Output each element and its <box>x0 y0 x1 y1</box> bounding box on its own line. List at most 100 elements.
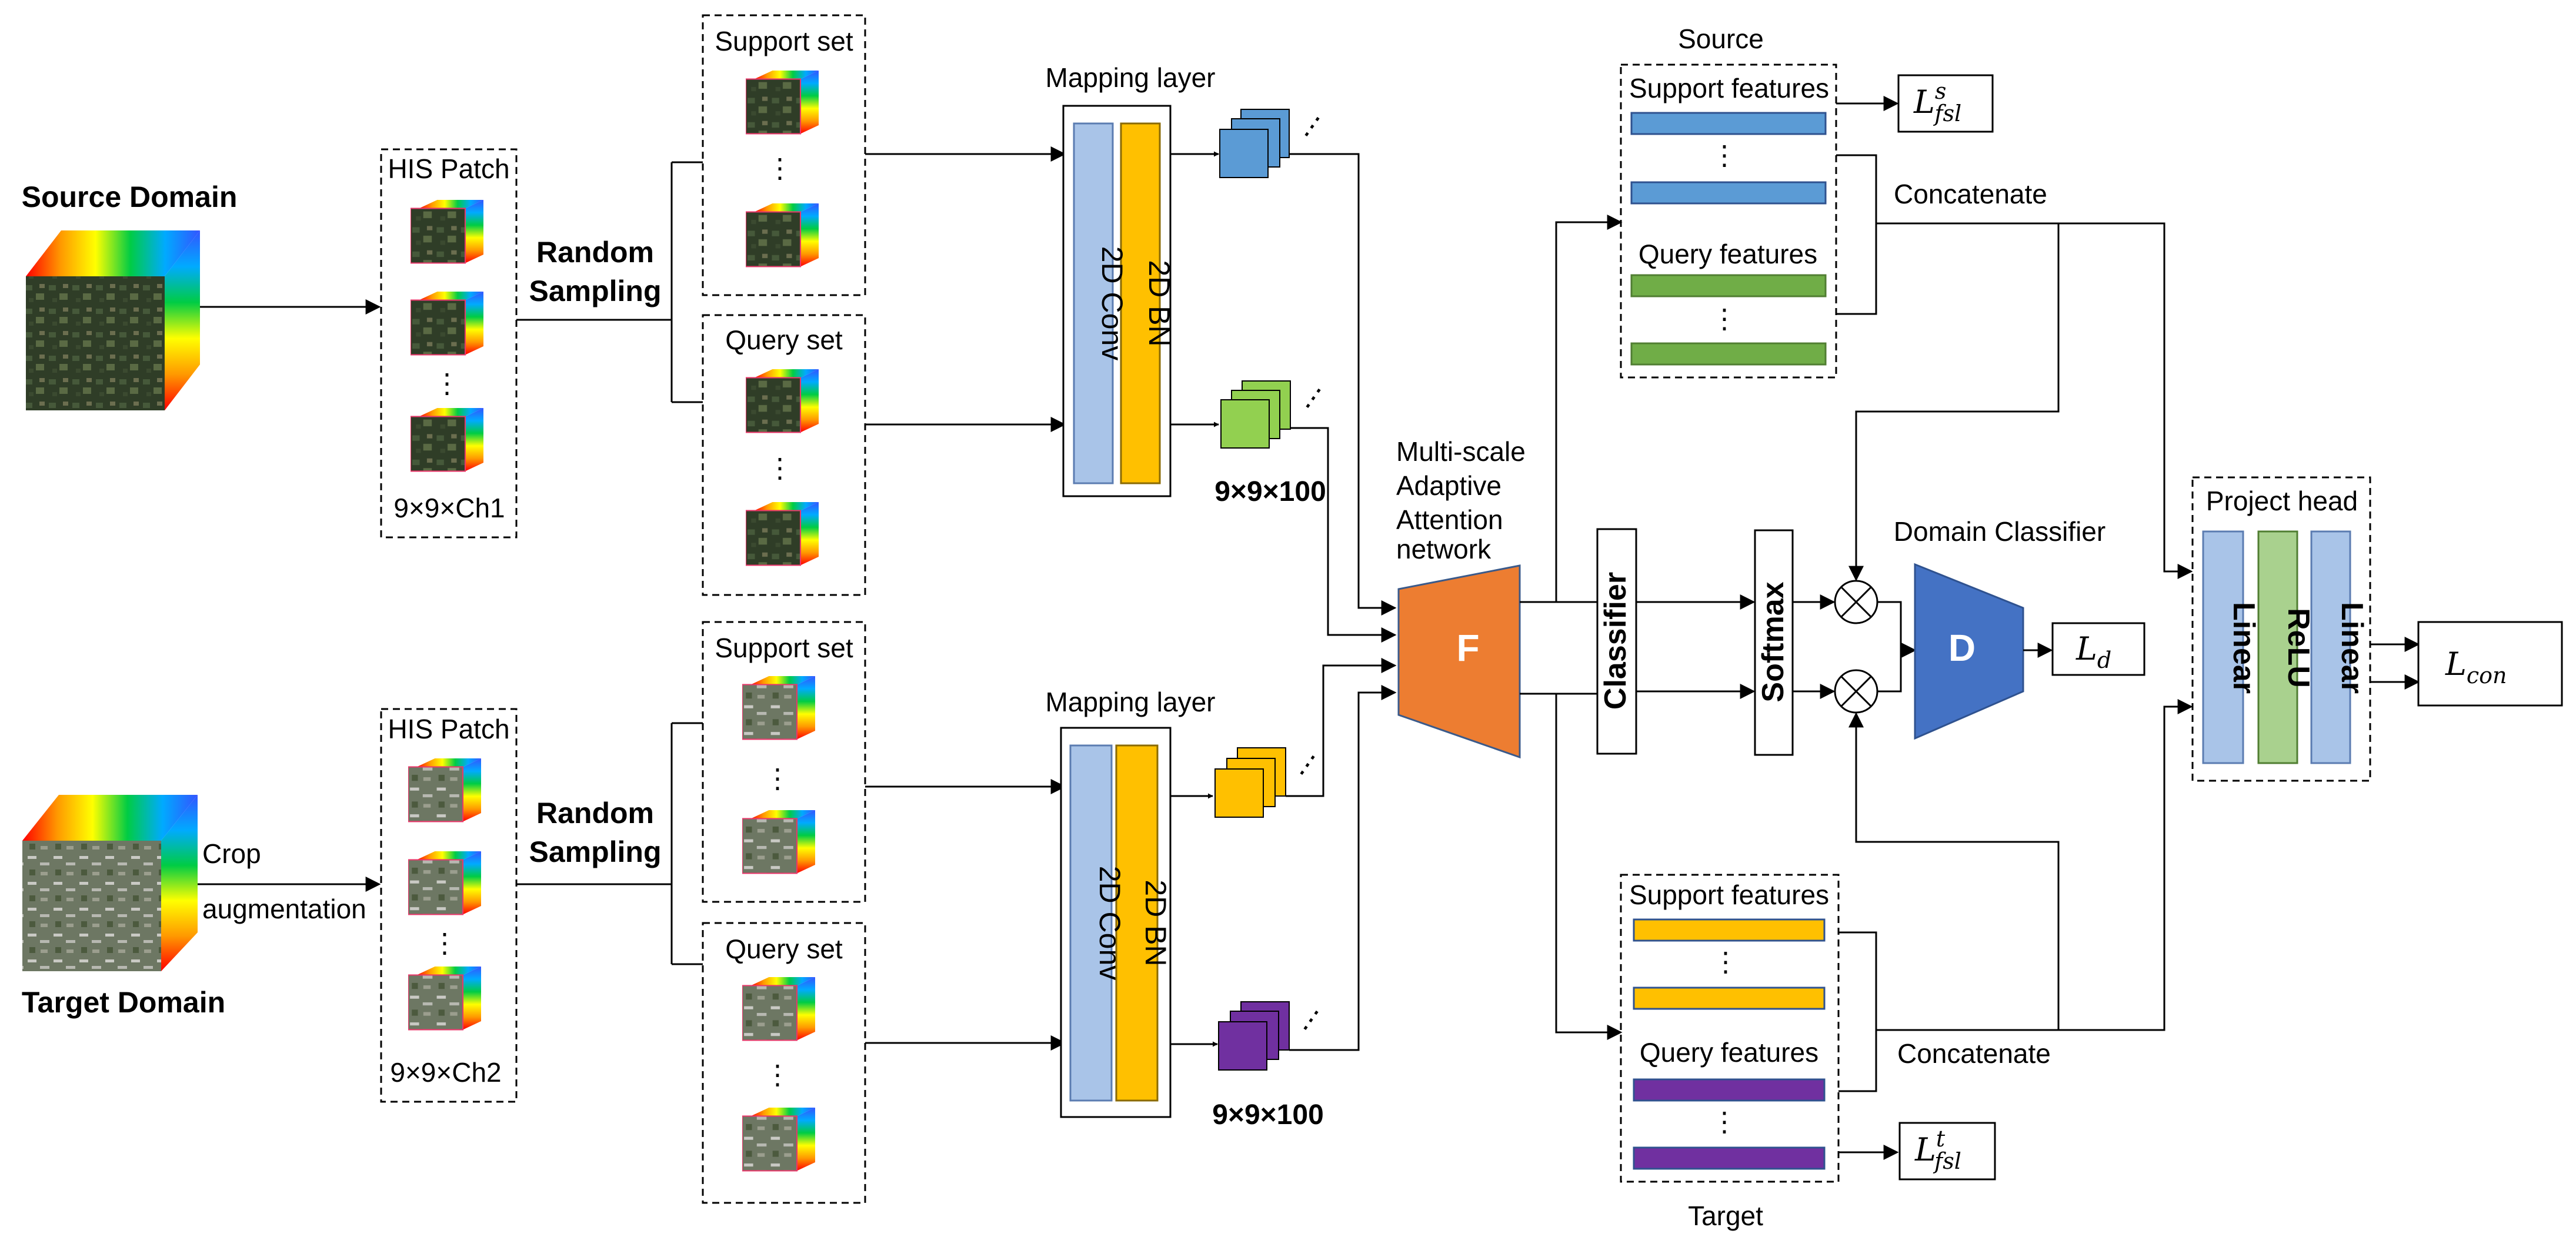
domain-classifier-title: Domain Classifier <box>1894 516 2105 547</box>
loss-con: Lcon <box>2417 621 2563 707</box>
random-sampling-line1: Random <box>536 797 654 830</box>
arrow-green-to-F <box>1290 427 1397 643</box>
target-domain-label: Target Domain <box>22 986 225 1019</box>
conv-label: 2D Conv <box>1093 866 1126 981</box>
support-features-title: Support features <box>1629 880 1829 910</box>
augmentation-label: augmentation <box>202 894 366 924</box>
arrow-purple-to-F <box>1289 685 1397 1051</box>
feature-bar-yellow <box>1633 918 1826 942</box>
source-hyperspectral-cube <box>26 230 200 410</box>
support-cube <box>746 203 819 267</box>
target-hyperspectral-cube <box>22 795 198 971</box>
support-features-title: Support features <box>1629 73 1829 103</box>
feature-bar-yellow <box>1633 986 1826 1010</box>
patch-cube <box>408 758 481 822</box>
mapping-layer-target: Mapping layer 2D Conv 2D BN <box>1046 687 1216 1118</box>
feature-bar-green <box>1630 274 1827 297</box>
source-features-caption: Source <box>1678 24 1764 54</box>
ellipsis: ⋮ <box>766 453 793 483</box>
ellipsis: ⋮ <box>1294 377 1334 418</box>
target-features: Support features ⋮ Query features ⋮ Targ… <box>1620 874 1840 1231</box>
patch-cube <box>411 200 483 264</box>
ellipsis: ⋮ <box>1712 947 1739 977</box>
crop-label: Crop <box>202 838 261 869</box>
arrow-F-to-target-features <box>1555 694 1623 1040</box>
arrow-blue-to-F <box>1289 153 1397 616</box>
network-letter: F <box>1456 627 1479 669</box>
attention-network: Multi-scale Adaptive Attention network F <box>1396 436 1526 759</box>
arrow-concat-to-mult-bottom <box>1848 712 2060 1030</box>
arrow-F-to-source-features <box>1555 215 1623 602</box>
random-sampling-target: Random Sampling <box>516 722 703 965</box>
source-features: Source Support features ⋮ Query features… <box>1620 24 1837 379</box>
feature-stack-green: ⋮ 9×9×100 <box>1170 377 1334 507</box>
feature-stack-blue: ⋮ <box>1170 106 1333 178</box>
mapping-layer-title: Mapping layer <box>1046 687 1216 717</box>
query-set-title: Query set <box>725 934 843 964</box>
loss-domain: Ld <box>2051 622 2145 676</box>
arrow-concat-to-project-head <box>1876 699 2193 1031</box>
multiply-node-bottom <box>1834 669 1878 714</box>
query-features-title: Query features <box>1639 239 1817 269</box>
line-mult-to-D <box>1877 650 1902 693</box>
multiply-node-top <box>1834 580 1878 624</box>
project-head-title: Project head <box>2206 486 2358 516</box>
ellipsis: ⋮ <box>1711 140 1738 170</box>
source-domain: Source Domain <box>22 180 237 410</box>
conv-block <box>1073 122 1114 484</box>
support-set-title: Support set <box>715 26 853 56</box>
softmax: Softmax <box>1754 529 1794 756</box>
linear-block <box>2202 530 2244 764</box>
conv-block <box>1069 744 1113 1102</box>
relu-block <box>2257 530 2298 764</box>
query-features-title: Query features <box>1640 1037 1818 1068</box>
loss-domain-text: Ld <box>2076 630 2111 673</box>
concat-bracket-source <box>1836 154 1877 315</box>
project-head: Project head Linear ReLU Linear <box>2191 476 2371 782</box>
mapping-out-dims: 9×9×100 <box>1212 1099 1324 1131</box>
arrow-yellow-to-F <box>1286 658 1397 797</box>
network-label-line1: Multi-scale <box>1396 436 1526 467</box>
query-set-source: Query set ⋮ <box>702 314 866 596</box>
feature-stack-yellow: ⋮ <box>1170 744 1328 818</box>
support-set-source: Support set ⋮ <box>702 14 866 296</box>
bn-label: 2D BN <box>1143 260 1176 346</box>
linear-label: Linear <box>2335 602 2369 694</box>
support-cube <box>742 676 815 740</box>
query-cube <box>746 369 819 433</box>
softmax-label: Softmax <box>1756 581 1790 702</box>
concatenate-label-source: Concatenate <box>1894 179 2047 209</box>
bn-block <box>1115 744 1159 1102</box>
linear-block <box>2310 530 2351 764</box>
network-label-line4: network <box>1396 534 1491 564</box>
ellipsis: ⋮ <box>431 928 458 958</box>
his-patch-target: HIS Patch ⋮ 9×9×Ch2 <box>380 708 518 1103</box>
feature-bar-purple <box>1633 1146 1826 1170</box>
classifier-label: Classifier <box>1599 572 1633 710</box>
mapping-layer-title: Mapping layer <box>1046 62 1216 93</box>
concat-bracket-target <box>1838 931 1877 1092</box>
domain-classifier-shape <box>1914 563 2024 740</box>
his-patch-target-title: HIS Patch <box>388 714 509 744</box>
linear-label: Linear <box>2227 602 2261 694</box>
feature-bar-blue <box>1630 181 1827 205</box>
ellipsis: ⋮ <box>1288 744 1328 785</box>
support-cube <box>742 810 815 874</box>
ellipsis: ⋮ <box>1293 106 1333 146</box>
query-set-title: Query set <box>725 325 843 355</box>
patch-cube <box>408 967 481 1031</box>
random-sampling-line2: Sampling <box>529 275 661 307</box>
feature-stack-purple: ⋮ 9×9×100 <box>1170 999 1332 1131</box>
bn-block <box>1120 122 1161 484</box>
random-sampling-line1: Random <box>536 236 654 269</box>
query-cube <box>746 502 819 566</box>
target-features-caption: Target <box>1688 1200 1763 1231</box>
feature-bar-green <box>1630 342 1827 366</box>
his-patch-source-dims: 9×9×Ch1 <box>393 493 505 523</box>
loss-con-text: Lcon <box>2445 646 2507 688</box>
ellipsis: ⋮ <box>764 1059 791 1090</box>
ellipsis: ⋮ <box>764 763 791 794</box>
support-set-target: Support set ⋮ <box>702 621 866 903</box>
